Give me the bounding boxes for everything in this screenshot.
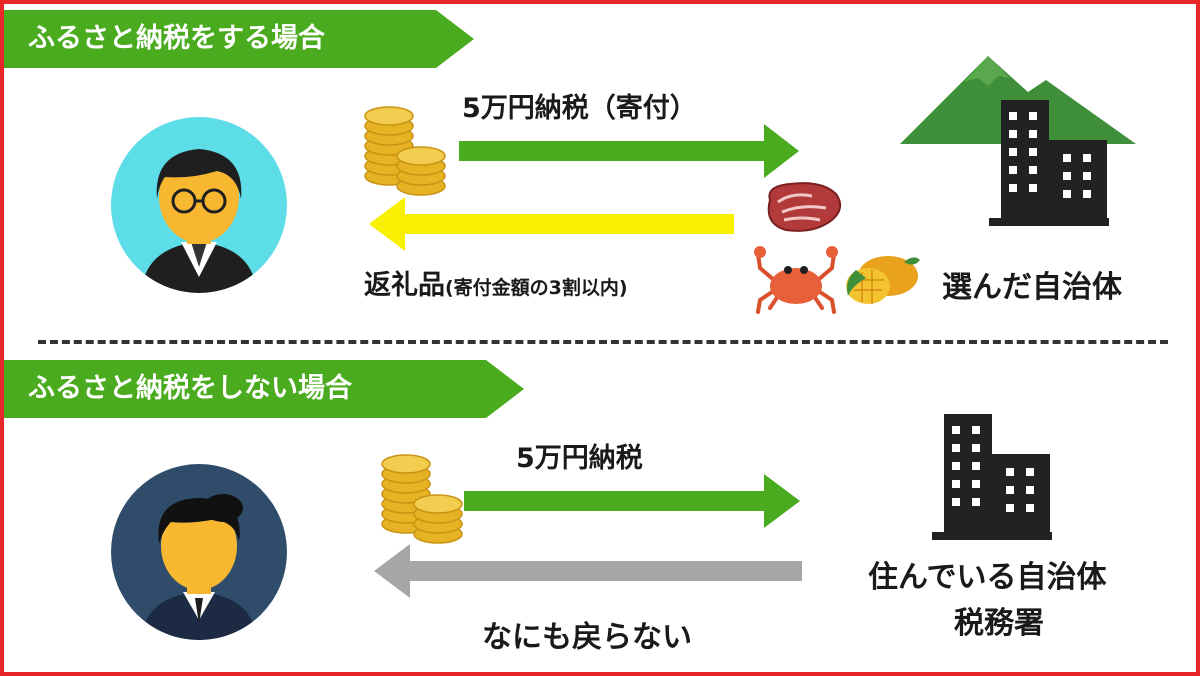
return-label-without: なにも戻らない [482,620,692,655]
payment-label-with: 5万円納税（寄付） [462,93,697,124]
banner-without-furusato: ふるさと納税をしない場合 [4,360,524,418]
payment-arrow-without [464,474,800,528]
coin-stack-icon [364,106,446,196]
mango-icon [846,256,920,304]
return-arrow-without [374,544,802,598]
coin-stack-icon [381,454,463,544]
crab-icon [754,246,838,314]
destination-label-with: 選んだ自治体 [942,270,1122,305]
section-divider [38,340,1168,344]
building-icon [989,100,1109,226]
payment-arrow-with [459,124,799,178]
person-glasses-icon [111,117,287,293]
destination-label-without-line2: 税務署 [954,606,1044,641]
banner-with-furusato: ふるさと納税をする場合 [4,10,474,68]
return-label-with: 返礼品(寄付金額の3割以内) [364,263,628,302]
building-icon [932,414,1052,540]
payment-label-without: 5万円納税 [516,443,643,474]
person-icon [111,464,287,640]
return-label-main: 返礼品 [364,270,445,301]
meat-icon [767,182,842,232]
return-arrow-with [369,197,734,251]
destination-label-without-line1: 住んでいる自治体 [868,560,1107,595]
return-label-note: (寄付金額の3割以内) [445,277,628,299]
